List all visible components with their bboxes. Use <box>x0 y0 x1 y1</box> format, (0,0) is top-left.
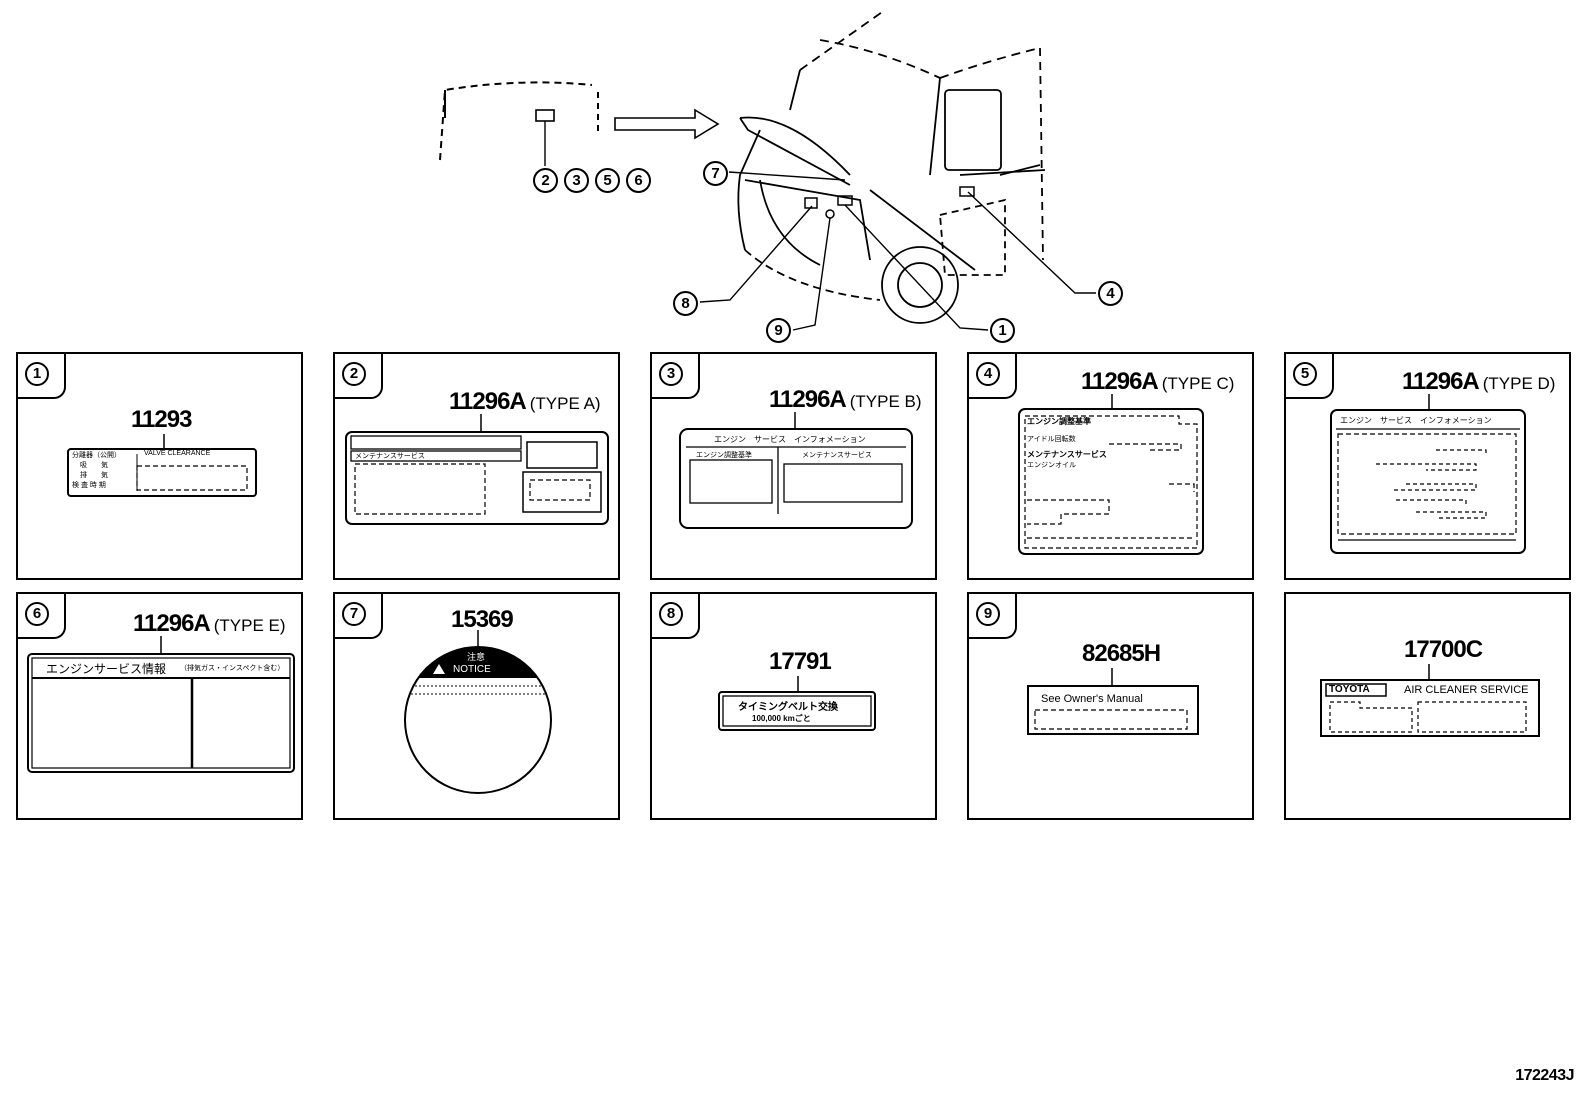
callout-6: 6 <box>626 168 651 193</box>
label-text-2: 100,000 kmごと <box>752 714 811 723</box>
callout-8: 8 <box>673 291 698 316</box>
vehicle-overview-drawing <box>439 9 1096 331</box>
label-panel-9: 9 82685H See Owner's Manual <box>967 592 1254 820</box>
callout-3: 3 <box>564 168 589 193</box>
label-panel-3: 3 11296A(TYPE B) エンジン サービス インフォメーション エンジ… <box>650 352 937 580</box>
panel-number: 6 <box>25 602 49 626</box>
part-number: 17791 <box>769 648 832 675</box>
van-outline <box>737 9 1046 324</box>
label-text-3: メンテナンスサービス <box>802 452 872 459</box>
panel-number-tab: 9 <box>969 594 1017 639</box>
panel-number-tab: 7 <box>335 594 383 639</box>
part-number: 17700C <box>1404 636 1483 663</box>
label-text-2: VALVE CLEARANCE <box>144 450 211 457</box>
callout-9: 9 <box>766 318 791 343</box>
label-panel-4: 4 11296A(TYPE C) エンジン調整基準 アイドル回転数 メンテナンス… <box>967 352 1254 580</box>
direction-arrow <box>614 108 720 140</box>
label-drawing <box>679 412 913 529</box>
panel-number-tab: 2 <box>335 354 383 399</box>
label-text-1: 注意 <box>467 652 486 662</box>
part-number: 11293 <box>131 406 192 433</box>
label-text-2: アイドル回転数 <box>1027 436 1076 443</box>
panel-number-tab: 5 <box>1286 354 1334 399</box>
label-drawing <box>1320 664 1540 737</box>
label-panel-8: 8 17791 タイミングベルト交換 100,000 kmごと <box>650 592 937 820</box>
label-text-1: エンジンサービス情報 <box>46 662 167 676</box>
label-text-1: エンジン サービス インフォメーション <box>714 435 866 444</box>
label-panel-2: 2 11296A(TYPE A) メンテナンスサービス <box>333 352 620 580</box>
callout-2: 2 <box>533 168 558 193</box>
label-panel-5: 5 11296A(TYPE D) エンジン サービス インフォメーション <box>1284 352 1571 580</box>
part-number: 11296A(TYPE A) <box>449 388 601 415</box>
panel-number: 2 <box>342 362 366 386</box>
vehicle-mark-4 <box>959 186 975 197</box>
label-text-2: エンジン調整基準 <box>696 452 752 459</box>
part-number: 11296A(TYPE C) <box>1081 368 1235 395</box>
label-text-3: 吸 気 <box>80 462 108 469</box>
callout-7: 7 <box>703 161 728 186</box>
label-text-1: AIR CLEANER SERVICE <box>1404 684 1529 696</box>
panel-number: 9 <box>976 602 1000 626</box>
part-number: 82685H <box>1082 640 1161 667</box>
windshield-outline <box>439 81 593 161</box>
label-drawing <box>345 414 609 525</box>
callout-4: 4 <box>1098 281 1123 306</box>
label-text-4: 排 気 <box>80 472 108 479</box>
label-brand-text: TOYOTA <box>1329 684 1370 695</box>
label-text-1: See Owner's Manual <box>1041 693 1143 705</box>
part-number: 15369 <box>451 606 514 633</box>
label-drawing <box>1027 668 1199 735</box>
panel-number-tab: 8 <box>652 594 700 639</box>
label-drawing <box>1018 394 1204 555</box>
label-panel-7: 7 15369 注意 NOTICE <box>333 592 620 820</box>
panel-number-tab: 4 <box>969 354 1017 399</box>
label-text-5: 検 査 時 期 <box>72 482 106 489</box>
panel-number-tab: 6 <box>18 594 66 639</box>
part-number: 11296A(TYPE B) <box>769 386 922 413</box>
panel-number: 1 <box>25 362 49 386</box>
vehicle-mark-9 <box>825 209 835 219</box>
label-drawing <box>1330 394 1526 554</box>
label-text-2: NOTICE <box>453 664 491 675</box>
label-text-1: エンジン サービス インフォメーション <box>1340 416 1492 425</box>
label-text-1: 分離器（公開） <box>72 452 121 459</box>
panel-number: 5 <box>1293 362 1317 386</box>
label-text-4: エンジンオイル <box>1027 462 1076 469</box>
label-text-1: メンテナンスサービス <box>355 453 425 460</box>
callout-5: 5 <box>595 168 620 193</box>
panel-number-tab: 3 <box>652 354 700 399</box>
label-panel-10: 17700C TOYOTA AIR CLEANER SERVICE <box>1284 592 1571 820</box>
panel-number: 3 <box>659 362 683 386</box>
panel-number-tab: 1 <box>18 354 66 399</box>
label-text-3: メンテナンスサービス <box>1027 450 1107 459</box>
label-text-2: （排気ガス・インスペクト含む） <box>180 665 285 672</box>
part-number: 11296A(TYPE E) <box>133 610 286 637</box>
label-drawing <box>404 630 552 794</box>
label-text-1: タイミングベルト交換 <box>738 702 838 713</box>
windshield-label-mark <box>535 109 555 122</box>
label-panel-6: 6 11296A(TYPE E) エンジンサービス情報 （排気ガス・インスペクト… <box>16 592 303 820</box>
panel-number: 8 <box>659 602 683 626</box>
label-text-1: エンジン調整基準 <box>1027 417 1091 426</box>
label-drawing <box>67 434 257 497</box>
panel-number: 7 <box>342 602 366 626</box>
label-drawing <box>27 636 295 773</box>
panel-number: 4 <box>976 362 1000 386</box>
diagram-id: 172243J <box>1515 1067 1574 1084</box>
part-number: 11296A(TYPE D) <box>1402 368 1556 395</box>
label-drawing <box>718 676 876 731</box>
callout-1: 1 <box>990 318 1015 343</box>
label-panel-1: 1 11293 分離器（公開） VALVE CLEARANCE 吸 気 排 気 … <box>16 352 303 580</box>
